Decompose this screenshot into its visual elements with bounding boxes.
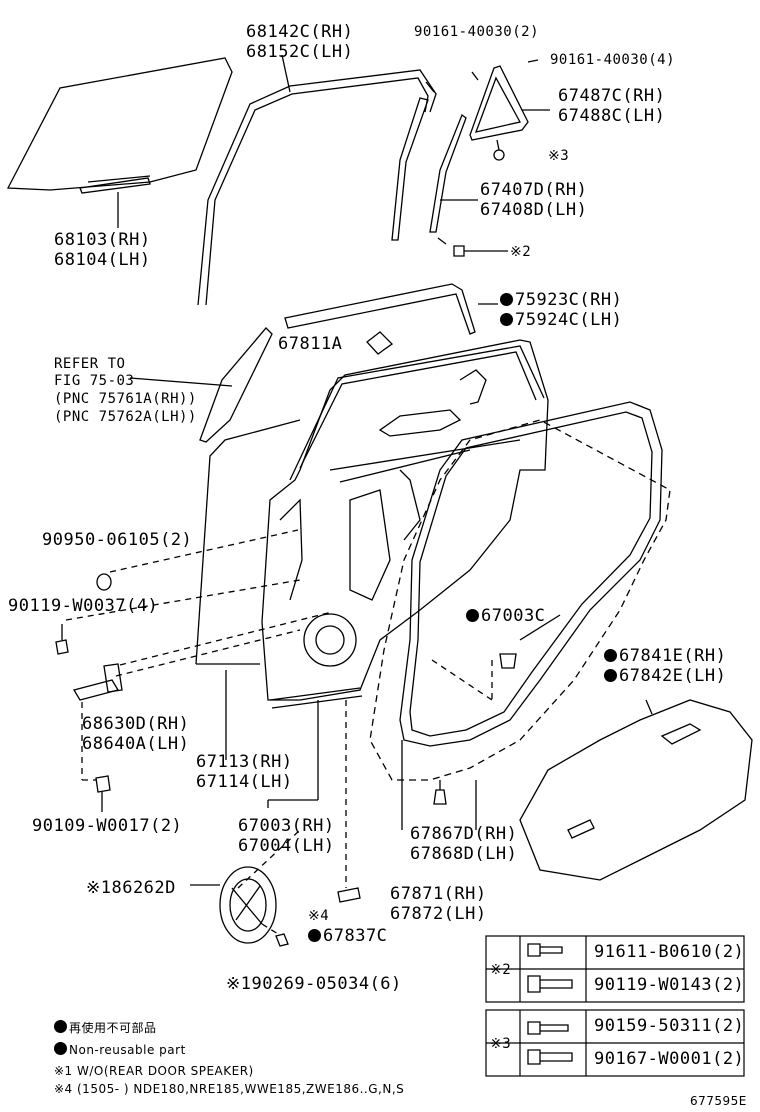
door-speaker <box>190 866 277 944</box>
speaker-screw <box>275 933 289 947</box>
door-corner-trim <box>129 327 273 443</box>
refer-line-3: (PNC 75761A(RH)) <box>54 391 197 407</box>
belt-moulding <box>284 283 498 335</box>
figure-code: 677595E <box>690 1094 747 1108</box>
label-75923: 75923C(RH) <box>500 290 622 310</box>
label-90109: 90109-W0017(2) <box>32 816 183 836</box>
label-90950: 90950-06105(2) <box>42 530 193 550</box>
label-67487: 67487C(RH) <box>558 86 666 106</box>
note-x3: ※3 <box>548 148 570 164</box>
door-outer-panel <box>195 419 301 665</box>
note-x4: ※4 <box>308 908 330 924</box>
leader-lines <box>225 614 561 830</box>
label-68630: 68630D(RH) <box>82 714 190 734</box>
label-67871: 67871(RH) <box>390 884 487 904</box>
tables <box>485 935 745 1077</box>
door-weatherstrip <box>399 401 663 747</box>
table3-row-2: 90167-W0001(2) <box>594 1049 745 1069</box>
clip-67867 <box>433 780 447 805</box>
refer-line-4: (PNC 75762A(LH)) <box>54 409 197 425</box>
label-67867: 67867D(RH) <box>410 824 518 844</box>
legend-note-4: ※4 (1505- ) NDE180,NRE185,WWE185,ZWE186.… <box>54 1082 405 1096</box>
refer-line-1: REFER TO <box>54 356 126 372</box>
dashed-leaders <box>65 529 493 935</box>
bolt-x2 <box>453 245 508 257</box>
label-90269: ※190269-05034(6) <box>226 974 402 994</box>
table2-row-2: 90119-W0143(2) <box>594 975 745 995</box>
service-hole-cover-dashed <box>369 419 671 781</box>
label-90119: 90119-W0037(4) <box>8 596 159 616</box>
note-x2: ※2 <box>510 244 532 260</box>
door-hinge <box>55 624 123 701</box>
label-67842: 67842E(LH) <box>604 666 726 686</box>
table2-mark: ※2 <box>490 962 512 978</box>
label-67003c: 67003C <box>466 606 545 626</box>
label-67811: 67811A <box>278 334 343 354</box>
table3-row-1: 90159-50311(2) <box>594 1016 745 1036</box>
label-68103: 68103(RH) <box>54 230 151 250</box>
label-67407: 67407D(RH) <box>480 180 588 200</box>
label-68152: 68152C(LH) <box>246 42 354 62</box>
hole-plug <box>96 573 112 591</box>
label-68640: 68640A(LH) <box>82 734 190 754</box>
label-67004: 67004(LH) <box>238 836 335 856</box>
hinge-bolt <box>95 775 111 812</box>
glass-run-channel <box>197 54 437 306</box>
table-icons <box>527 943 573 1065</box>
label-67841: 67841E(RH) <box>604 646 726 666</box>
label-68142: 68142C(RH) <box>246 22 354 42</box>
door-glass <box>6 57 233 228</box>
label-67113: 67113(RH) <box>196 752 293 772</box>
legend-nonreusable-en: Non-reusable part <box>54 1042 186 1058</box>
label-67408: 67408D(LH) <box>480 200 588 220</box>
label-67872: 67872(LH) <box>390 904 487 924</box>
door-panel <box>261 339 549 709</box>
refer-line-2: FIG 75-03 <box>54 373 135 389</box>
label-68104: 68104(LH) <box>54 250 151 270</box>
label-90161-b: 90161-40030(4) <box>550 52 676 68</box>
table3-mark: ※3 <box>490 1036 512 1052</box>
label-86262: ※186262D <box>86 878 176 898</box>
label-75924: 75924C(LH) <box>500 310 622 330</box>
clip-67003c <box>499 653 517 669</box>
label-67114: 67114(LH) <box>196 772 293 792</box>
table2-row-1: 91611-B0610(2) <box>594 942 745 962</box>
label-90161-a: 90161-40030(2) <box>414 24 540 40</box>
label-67868: 67868D(LH) <box>410 844 518 864</box>
division-bar-weatherstrip <box>391 97 478 245</box>
legend-nonreusable-jp: 再使用不可部品 <box>54 1020 157 1036</box>
legend-note-1: ※1 W/O(REAR DOOR SPEAKER) <box>54 1064 254 1078</box>
clip-67837 <box>337 887 361 903</box>
service-hole-cover <box>519 699 753 881</box>
quarter-window-frame <box>469 59 550 161</box>
label-67003: 67003(RH) <box>238 816 335 836</box>
label-67488: 67488C(LH) <box>558 106 666 126</box>
label-sticker <box>366 331 394 355</box>
label-67837: 67837C <box>308 926 387 946</box>
